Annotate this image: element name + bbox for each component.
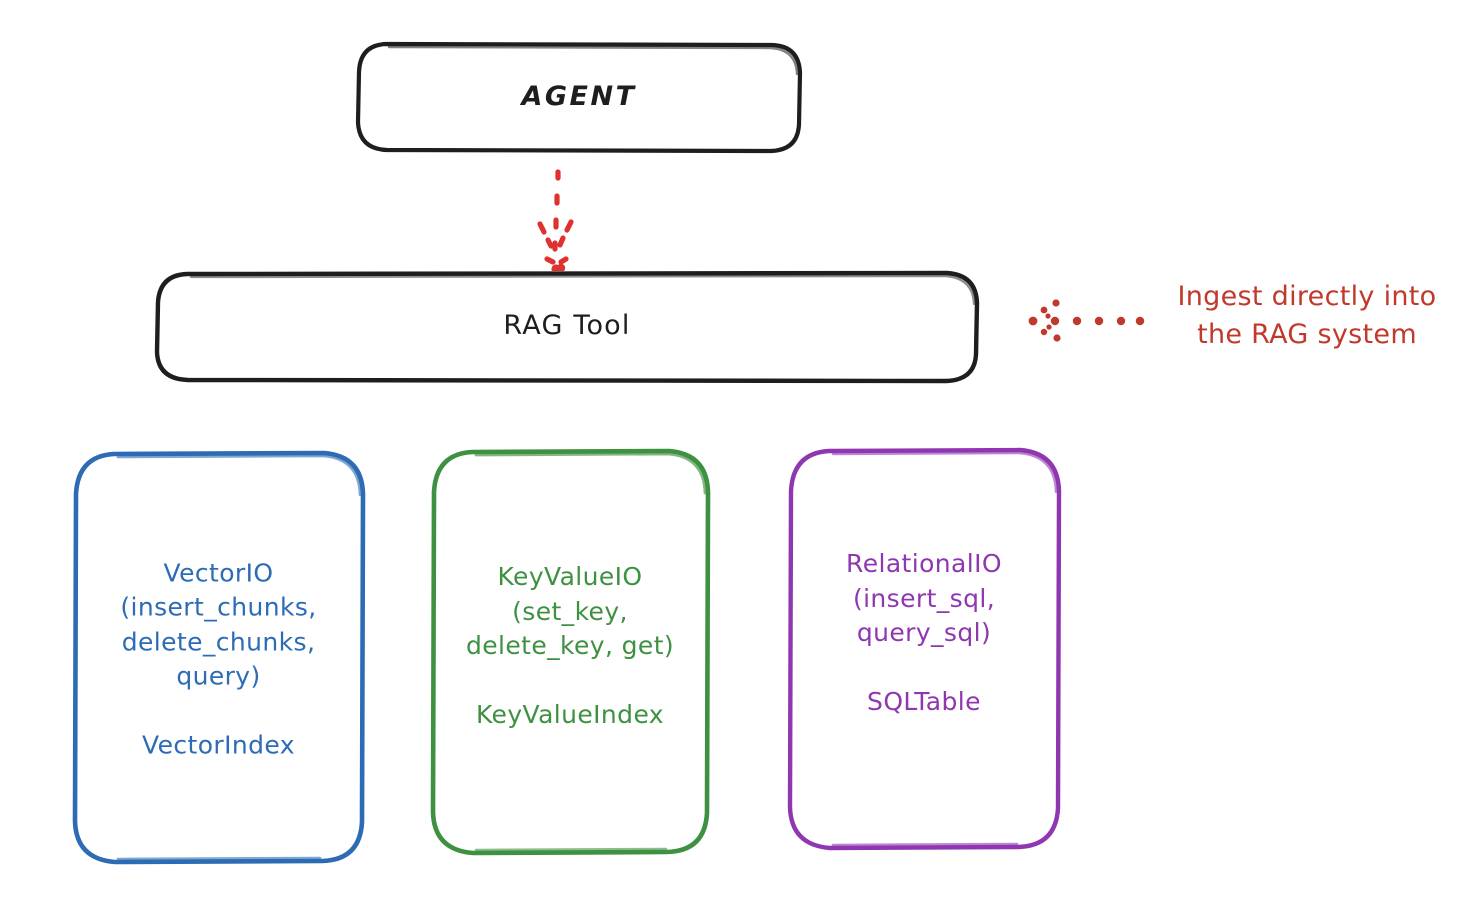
key-value-io-node[interactable]: KeyValueIO (set_key, delete_key, get) Ke… [428, 448, 712, 856]
ingest-annotation-text: Ingest directly into the RAG system [1177, 281, 1437, 351]
vector-io-label: VectorIO (insert_chunks, delete_chunks, … [120, 558, 317, 760]
agent-label: AGENT [521, 81, 637, 112]
relational-io-node[interactable]: RelationalIO (insert_sql, query_sql) SQL… [785, 447, 1063, 851]
rag-tool-label: RAG Tool [503, 310, 631, 341]
relational-io-label: RelationalIO (insert_sql, query_sql) SQL… [846, 548, 1002, 716]
agent-node[interactable]: AGENT [355, 41, 803, 154]
key-value-io-label: KeyValueIO (set_key, delete_key, get) Ke… [465, 561, 675, 729]
rag-tool-node[interactable]: RAG Tool [154, 270, 980, 384]
vector-io-node[interactable]: VectorIO (insert_chunks, delete_chunks, … [70, 450, 367, 865]
